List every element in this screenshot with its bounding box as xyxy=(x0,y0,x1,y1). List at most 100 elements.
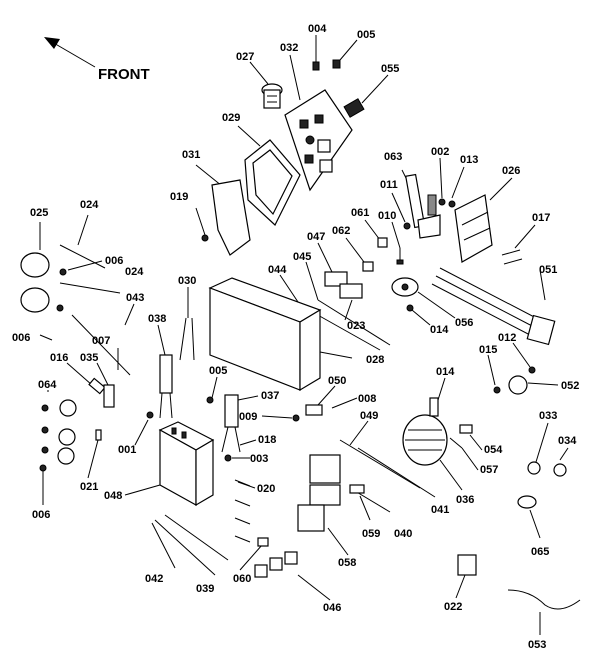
label-012: 012 xyxy=(498,332,516,344)
part-008-screw xyxy=(331,397,358,409)
front-arrow xyxy=(44,37,96,68)
part-061-bushing xyxy=(364,219,388,248)
label-025: 025 xyxy=(30,207,48,219)
part-022-connector xyxy=(455,554,477,599)
callout-labels: 004 005 027 032 055 029 063 002 013 026 … xyxy=(12,23,579,651)
label-009: 009 xyxy=(239,411,257,423)
label-057: 057 xyxy=(480,464,498,476)
label-047: 047 xyxy=(307,231,325,243)
label-052: 052 xyxy=(561,380,579,392)
part-021-pin xyxy=(87,429,102,479)
label-059: 059 xyxy=(362,528,380,540)
part-045-cable xyxy=(305,261,391,346)
label-062: 062 xyxy=(332,225,350,237)
part-048-module-box xyxy=(124,421,215,507)
part-003-screw xyxy=(224,454,250,462)
label-005: 005 xyxy=(357,29,375,41)
part-041-cable xyxy=(357,447,436,498)
label-020: 020 xyxy=(257,483,275,495)
part-054-terminal xyxy=(459,424,483,451)
part-050-connector xyxy=(305,385,336,416)
label-024a: 024 xyxy=(80,199,99,211)
part-030-harness xyxy=(179,287,195,361)
part-062-nut xyxy=(345,237,374,272)
label-058: 058 xyxy=(338,557,356,569)
label-011: 011 xyxy=(380,179,398,191)
part-055-switch xyxy=(343,74,389,118)
label-044: 044 xyxy=(268,264,287,276)
label-036: 036 xyxy=(456,494,474,506)
label-010: 010 xyxy=(378,210,396,222)
front-label: FRONT xyxy=(98,66,150,83)
part-052-clamp xyxy=(508,375,559,395)
part-046-lugs xyxy=(254,551,331,601)
part-035-fuse-holder xyxy=(96,362,115,408)
label-061: 061 xyxy=(351,207,369,219)
label-024b: 024 xyxy=(125,266,144,278)
label-065: 065 xyxy=(531,546,549,558)
label-038: 038 xyxy=(148,313,166,325)
part-039-cable xyxy=(164,514,229,561)
part-065-clip xyxy=(517,495,541,539)
part-019-screw xyxy=(195,207,209,242)
part-024-wire xyxy=(59,214,121,294)
part-038-capacitor xyxy=(157,324,173,419)
part-018-washer xyxy=(239,439,257,446)
part-042-cable xyxy=(151,519,216,576)
label-023: 023 xyxy=(347,320,365,332)
part-010-bolt xyxy=(391,221,404,265)
part-059-connector xyxy=(349,484,371,521)
part-001-screw xyxy=(134,411,154,446)
part-016-fuse xyxy=(66,362,106,395)
label-002: 002 xyxy=(431,146,449,158)
part-014-nut-a xyxy=(406,304,431,326)
label-040: 040 xyxy=(394,528,412,540)
part-014-nut-b xyxy=(437,377,446,401)
part-064-spacers xyxy=(41,390,77,465)
label-017: 017 xyxy=(532,212,550,224)
label-035: 035 xyxy=(80,352,98,364)
part-025-solenoid xyxy=(20,222,50,313)
label-045: 045 xyxy=(293,251,311,263)
label-018: 018 xyxy=(258,434,276,446)
label-013: 013 xyxy=(460,154,478,166)
label-042: 042 xyxy=(145,573,163,585)
label-033: 033 xyxy=(539,410,557,422)
part-005-screw-b xyxy=(206,376,218,404)
part-033-clip xyxy=(527,422,549,475)
part-036-fan xyxy=(402,397,463,491)
label-003: 003 xyxy=(250,453,268,465)
label-046: 046 xyxy=(323,602,341,614)
label-028: 028 xyxy=(366,354,384,366)
part-056-terminal xyxy=(391,277,456,319)
part-058-relay-block xyxy=(297,454,349,556)
label-039: 039 xyxy=(196,583,214,595)
label-001: 001 xyxy=(118,444,136,456)
label-060: 060 xyxy=(233,573,251,585)
part-020-screws xyxy=(234,479,256,543)
label-031: 031 xyxy=(182,149,200,161)
part-026-cover xyxy=(454,177,513,263)
part-011-screw xyxy=(391,192,411,230)
label-006c: 006 xyxy=(32,509,50,521)
label-027: 027 xyxy=(236,51,254,63)
label-063: 063 xyxy=(384,151,402,163)
part-060-terminals xyxy=(239,537,269,571)
label-037: 037 xyxy=(261,390,279,402)
part-057-terminal xyxy=(449,437,479,471)
part-002-screw xyxy=(438,157,446,206)
part-005-screw xyxy=(332,39,358,69)
label-022: 022 xyxy=(444,601,462,613)
label-030: 030 xyxy=(178,275,196,287)
part-006-nut-b xyxy=(39,334,53,341)
label-014b: 014 xyxy=(436,366,455,378)
part-012-nut xyxy=(512,342,536,374)
part-006-nut-c xyxy=(39,464,47,505)
label-054: 054 xyxy=(484,444,503,456)
part-004-screw xyxy=(312,35,320,71)
part-028-controller-box xyxy=(208,277,353,392)
part-049-cable xyxy=(339,420,421,489)
part-053-cable xyxy=(507,589,581,635)
